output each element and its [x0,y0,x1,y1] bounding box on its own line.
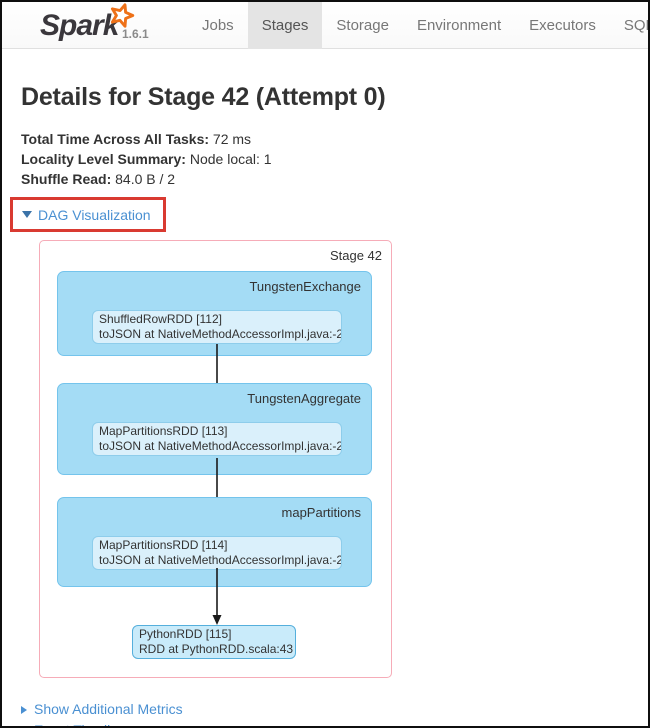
dag-node-mappartitionsrdd-113: MapPartitionsRDD [113] toJSON at NativeM… [92,422,342,456]
page-content: Details for Stage 42 (Attempt 0) Total T… [2,83,648,726]
dag-node-shuffledrowrdd-112: ShuffledRowRDD [112] toJSON at NativeMet… [92,310,342,344]
dag-node-title: ShuffledRowRDD [112] [99,312,222,326]
tab-storage[interactable]: Storage [336,17,389,34]
dag-node-callsite: toJSON at NativeMethodAccessorImpl.java:… [99,327,342,341]
summary-shuffle-read: Shuffle Read: 84.0 B / 2 [21,169,648,189]
triangle-down-icon [22,211,32,218]
dag-node-title: MapPartitionsRDD [114] [99,538,228,552]
tab-sql[interactable]: SQL [623,17,648,34]
dag-node-callsite: toJSON at NativeMethodAccessorImpl.java:… [99,553,342,567]
summary-total-time: Total Time Across All Tasks: 72 ms [21,129,648,149]
summary-locality: Locality Level Summary: Node local: 1 [21,149,648,169]
event-timeline-toggle[interactable]: Event Timeline [21,720,126,726]
dag-node-title: MapPartitionsRDD [113] [99,424,228,438]
show-additional-metrics-toggle[interactable]: Show Additional Metrics [21,699,183,720]
tab-executors[interactable]: Executors [529,17,596,34]
summary-shuffle-read-label: Shuffle Read: [21,171,112,187]
nav-tabs: Jobs Stages Storage Environment Executor… [188,2,648,49]
page-title: Details for Stage 42 (Attempt 0) [21,83,386,111]
footer-links: Show Additional Metrics Event Timeline [21,699,648,726]
summary-total-time-value: 72 ms [212,131,252,147]
dag-node-title: PythonRDD [115] [139,627,232,641]
dag-stage-label: Stage 42 [329,248,382,263]
triangle-right-icon [21,705,27,714]
tab-jobs[interactable]: Jobs [202,17,234,34]
dag-cluster-label: TungstenExchange [249,279,361,294]
event-timeline-label: Event Timeline [34,720,126,726]
tab-environment[interactable]: Environment [416,17,502,34]
dag-visualization-toggle[interactable]: DAG Visualization [22,207,151,223]
dag-cluster-tungsten-aggregate: TungstenAggregate MapPartitionsRDD [113]… [57,383,372,475]
annotation-highlight-box: DAG Visualization [10,197,166,232]
dag-visualization: Stage 42 TungstenExchange ShuffledRowRDD… [39,240,392,678]
show-additional-metrics-label: Show Additional Metrics [34,701,183,717]
summary-locality-value: Node local: 1 [189,151,272,167]
dag-node-callsite: toJSON at NativeMethodAccessorImpl.java:… [99,439,342,453]
spark-star-icon [111,3,135,28]
summary-shuffle-read-value: 84.0 B / 2 [115,171,176,187]
spark-logo-text: Spark [40,9,119,42]
dag-visualization-toggle-label: DAG Visualization [38,206,151,223]
dag-cluster-label: TungstenAggregate [247,391,361,406]
dag-node-pythonrdd-115: PythonRDD [115] RDD at PythonRDD.scala:4… [132,625,296,659]
tab-stages[interactable]: Stages [247,2,323,49]
dag-cluster-label: mapPartitions [281,505,361,520]
spark-version: 1.6.1 [122,27,149,41]
summary-locality-label: Locality Level Summary: [21,151,186,167]
dag-edge-arrow [212,568,222,625]
navbar: Spark 1.6.1 Jobs Stages Storage Environm… [2,2,648,49]
dag-cluster-mappartitions: mapPartitions MapPartitionsRDD [114] toJ… [57,497,372,587]
stage-summary: Total Time Across All Tasks: 72 ms Local… [21,129,648,189]
dag-cluster-tungsten-exchange: TungstenExchange ShuffledRowRDD [112] to… [57,271,372,356]
dag-node-callsite: RDD at PythonRDD.scala:43 [139,642,294,656]
summary-total-time-label: Total Time Across All Tasks: [21,131,210,147]
spark-logo[interactable]: Spark 1.6.1 [40,3,149,43]
dag-node-mappartitionsrdd-114: MapPartitionsRDD [114] toJSON at NativeM… [92,536,342,570]
